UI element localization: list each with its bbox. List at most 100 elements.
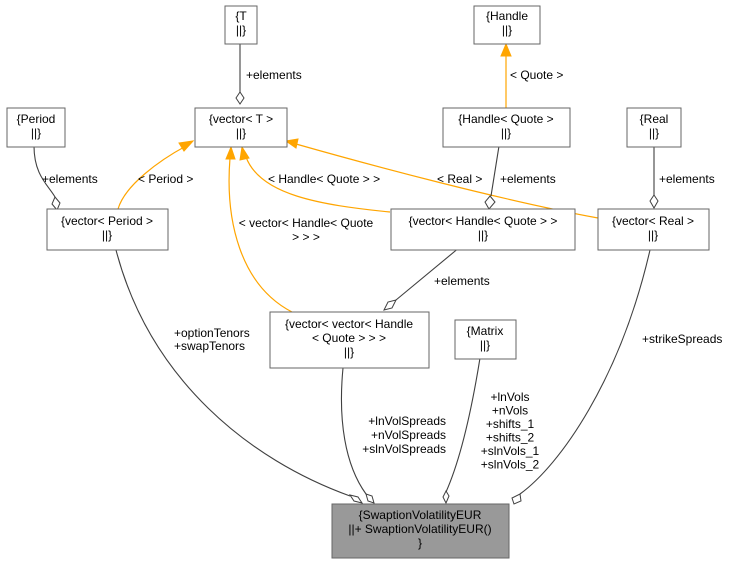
node-swaption-volatility-eur-label: {SwaptionVolatilityEUR||+ SwaptionVolati… [348, 508, 491, 550]
node-real-label: {Real||} [640, 112, 669, 140]
edge-matrix-members [445, 357, 481, 493]
node-vector-t-label: {vector< T >||} [209, 112, 273, 140]
text-line: +shifts_1 [486, 417, 535, 431]
text-line: ||} [648, 228, 658, 242]
node-matrix-label: {Matrix||} [467, 324, 504, 352]
node-vector-handle-quote-label: {vector< Handle< Quote > >||} [409, 214, 558, 242]
diamond-icon [511, 493, 522, 505]
text-line: +elements [42, 172, 98, 186]
node-handle-quote-label: {Handle< Quote >||} [458, 112, 553, 140]
text-line: +elements [659, 172, 715, 186]
arrow-icon [500, 42, 512, 57]
text-line: ||} [102, 228, 112, 242]
node-handle[interactable]: {Handle||} [473, 5, 541, 45]
text-line: {vector< vector< Handle [285, 317, 413, 331]
node-handle-quote[interactable]: {Handle< Quote >||} [442, 107, 571, 148]
text-line: {SwaptionVolatilityEUR [359, 508, 482, 522]
node-real[interactable]: {Real||} [626, 107, 682, 148]
node-swaption-volatility-eur[interactable]: {SwaptionVolatilityEUR||+ SwaptionVolati… [331, 503, 510, 559]
node-vector-vector-handle-quote[interactable]: {vector< vector< Handle< Quote > > >||} [269, 311, 430, 369]
node-vector-period-label: {vector< Period >||} [61, 214, 153, 242]
text-line: {Handle< Quote > [458, 112, 553, 126]
diamond-icon [484, 195, 496, 210]
label-vector-handle-quote-template: < Handle< Quote > > [268, 172, 380, 186]
text-line: ||} [649, 126, 659, 140]
text-line: ||} [236, 126, 246, 140]
arrow-icon [178, 140, 195, 152]
text-line: +swapTenors [174, 339, 245, 353]
arrow-icon [284, 138, 299, 149]
text-line: +lnVolSpreads [368, 414, 446, 428]
text-line: {vector< Real > [612, 214, 694, 228]
text-line: ||} [480, 338, 490, 352]
edge-vector-vector-elements [395, 246, 461, 301]
label-period-elements: +elements [42, 172, 98, 186]
label-handle-quote-elements: +elements [500, 172, 556, 186]
label-vector-real-template: < Real > [437, 172, 482, 186]
text-line: +slnVolSpreads [362, 442, 446, 456]
node-vector-vector-handle-quote-label: {vector< vector< Handle< Quote > > >||} [285, 317, 413, 359]
label-vector-vector-template: < vector< Handle< Quote> > > [239, 216, 374, 244]
edge-handle-quote-elements [490, 145, 500, 197]
text-line: {vector< Period > [61, 214, 153, 228]
node-vector-real-label: {vector< Real >||} [612, 214, 694, 242]
node-t[interactable]: {T||} [224, 5, 258, 45]
edge-vector-period-template [117, 145, 187, 210]
text-line: +slnVols_1 [481, 444, 540, 458]
text-line: < Period > [138, 172, 193, 186]
text-line: > > > [292, 230, 320, 244]
text-line: {Period [17, 112, 56, 126]
label-strike-spreads: +strikeSpreads [642, 332, 722, 346]
edge-vector-vector-template [228, 157, 293, 313]
edge-period-elements [33, 145, 56, 198]
text-line: {vector< Handle< Quote > > [409, 214, 558, 228]
diamond-icon [348, 494, 364, 504]
diamond-icon [383, 299, 397, 311]
node-period[interactable]: {Period||} [6, 107, 66, 148]
text-line: < Quote > [510, 68, 563, 82]
text-line: ||} [31, 126, 41, 140]
diamond-icon [51, 196, 61, 211]
label-handle-quote-template: < Quote > [510, 68, 563, 82]
text-line: < Real > [437, 172, 482, 186]
diamond-icon [442, 489, 450, 505]
node-vector-period[interactable]: {vector< Period >||} [46, 208, 169, 251]
node-matrix[interactable]: {Matrix||} [454, 319, 517, 360]
label-vector-vector-elements: +elements [434, 274, 490, 288]
edge-vol-spreads [340, 367, 367, 495]
node-vector-handle-quote[interactable]: {vector< Handle< Quote > >||} [390, 208, 576, 251]
text-line: {Matrix [467, 324, 504, 338]
edge-strike-spreads [519, 249, 651, 495]
node-handle-label: {Handle||} [486, 9, 528, 37]
edge-vector-handle-quote-template [245, 156, 391, 213]
text-line: +elements [246, 68, 302, 82]
node-vector-real[interactable]: {vector< Real >||} [597, 208, 710, 251]
text-line: ||} [236, 23, 246, 37]
label-vol-spreads: +lnVolSpreads+nVolSpreads+slnVolSpreads [362, 414, 446, 456]
diamond-icon [235, 91, 245, 105]
text-line: < vector< Handle< Quote [239, 216, 374, 230]
label-matrix-members: +lnVols+nVols+shifts_1+shifts_2+slnVols_… [481, 390, 540, 472]
text-line: ||+ SwaptionVolatilityEUR() [348, 522, 491, 536]
arrow-icon [239, 145, 250, 161]
text-line: < Quote > > > [312, 331, 386, 345]
text-line: ||} [478, 228, 488, 242]
text-line: +shifts_2 [486, 431, 535, 445]
text-line: +elements [500, 172, 556, 186]
text-line: {Handle [486, 9, 528, 23]
text-line: ||} [501, 126, 511, 140]
label-t-elements: +elements [246, 68, 302, 82]
text-line: {vector< T > [209, 112, 273, 126]
label-tenors: +optionTenors+swapTenors [174, 326, 250, 353]
text-line: +nVols [492, 404, 528, 418]
text-line: < Handle< Quote > > [268, 172, 380, 186]
text-line: {Real [640, 112, 669, 126]
text-line: +lnVols [490, 390, 529, 404]
text-line: ||} [344, 345, 354, 359]
edge-tenors [115, 249, 351, 497]
node-vector-t[interactable]: {vector< T >||} [194, 107, 288, 148]
text-line: +elements [434, 274, 490, 288]
text-line: +nVolSpreads [371, 428, 446, 442]
text-line: +slnVols_2 [481, 458, 540, 472]
